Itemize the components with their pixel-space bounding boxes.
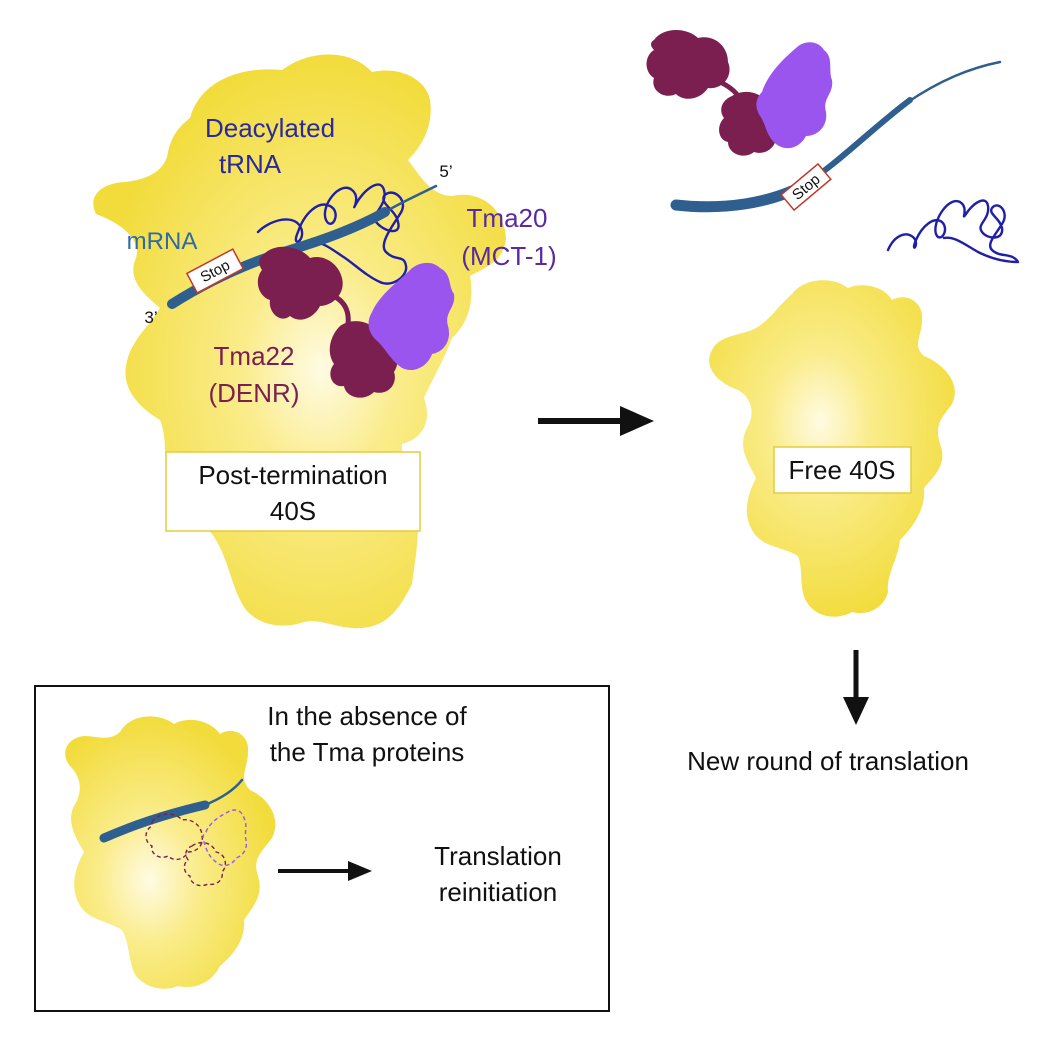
inset-tma22-outline-b xyxy=(183,841,227,887)
free-40s-ribosome: Free 40S xyxy=(709,280,955,617)
reinitiation-label-line2: reinitiation xyxy=(439,877,558,907)
absence-label-line1: In the absence of xyxy=(267,701,467,731)
tma22-label-line1: Tma22 xyxy=(214,341,295,371)
arrow-right-main xyxy=(538,406,654,436)
deacylated-label-line2: tRNA xyxy=(219,149,282,179)
post-termination-label-box: Post-termination 40S xyxy=(165,451,421,532)
inset-panel: In the absence of the Tma proteins Trans… xyxy=(34,685,610,1012)
tma22-label-line2: (DENR) xyxy=(209,378,300,408)
released-tma22-top-domain xyxy=(646,30,730,99)
post-termination-label-line1: Post-termination xyxy=(198,460,387,490)
arrow-down xyxy=(843,650,869,725)
released-tma20-shape xyxy=(756,42,833,149)
inset-mrna-tail xyxy=(203,778,244,807)
inset-ribosome-shape xyxy=(65,716,276,989)
deacylated-label-line1: Deacylated xyxy=(205,113,335,143)
inset-arrow-head xyxy=(348,861,372,881)
free-40s-label: Free 40S xyxy=(789,455,896,485)
mrna-label: mRNA xyxy=(127,228,198,255)
post-termination-label-line2: 40S xyxy=(270,496,316,526)
released-trna xyxy=(886,199,1020,264)
three-prime-label: 3’ xyxy=(144,308,157,327)
released-tma22-protein xyxy=(646,30,781,156)
tma22-top-domain xyxy=(257,246,343,320)
inset-mrna-thick xyxy=(99,800,210,843)
absence-label-line2: the Tma proteins xyxy=(270,737,465,767)
released-mrna-tail xyxy=(903,60,1002,106)
inset-tma22-outline xyxy=(145,813,203,861)
tma20-label-line1: Tma20 xyxy=(467,203,548,233)
released-tma20-protein xyxy=(756,42,833,149)
reinitiation-label-line1: Translation xyxy=(434,841,562,871)
tma20-mct1-protein xyxy=(368,262,455,371)
tma20-shape xyxy=(368,262,455,371)
released-trna-squiggle xyxy=(886,199,1020,264)
free-40s-label-box xyxy=(773,446,912,494)
inset-tma20-outline xyxy=(202,809,248,867)
mrna-tail xyxy=(383,184,438,214)
five-prime-label: 5’ xyxy=(439,162,452,181)
tma22-linker xyxy=(321,289,351,325)
new-round-label: New round of translation xyxy=(687,746,969,776)
tma20-label-line2: (MCT-1) xyxy=(461,241,556,271)
